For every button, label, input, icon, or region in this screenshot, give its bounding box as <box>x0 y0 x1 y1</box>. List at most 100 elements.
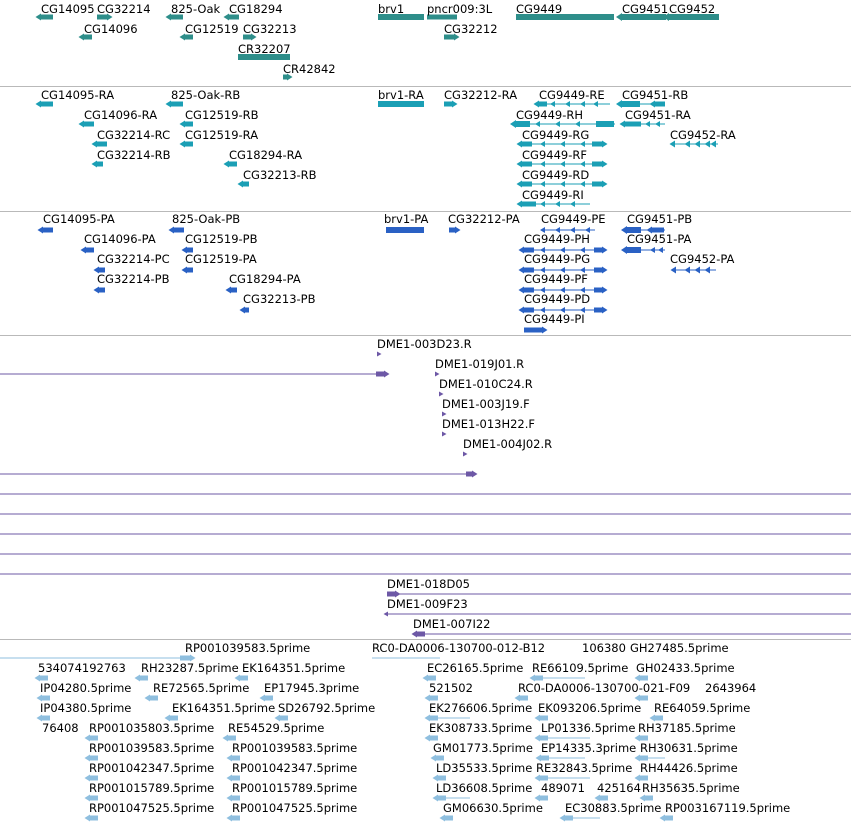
est-glyph[interactable] <box>90 815 98 821</box>
gene-glyph[interactable] <box>84 34 92 40</box>
ests-label[interactable]: EK164351.5prime <box>172 701 276 715</box>
ests-label[interactable]: 106380 <box>582 641 626 655</box>
genes-label[interactable]: CG18294 <box>229 2 283 16</box>
transcripts-label[interactable]: CG18294-RA <box>229 148 303 162</box>
clones-label[interactable]: DME1-003J19.F <box>442 397 530 411</box>
gene-glyph[interactable] <box>238 54 290 60</box>
transcripts-label[interactable]: CG9449-RD <box>522 168 590 182</box>
protein-glyph[interactable] <box>594 287 602 293</box>
transcript-glyph[interactable] <box>539 101 547 107</box>
ests-label[interactable]: RC0-DA0006-130700-012-B12 <box>372 641 546 655</box>
gene-glyph[interactable] <box>41 14 53 20</box>
ests-label[interactable]: RE72565.5prime <box>153 681 250 695</box>
protein-glyph[interactable] <box>524 307 534 313</box>
ests-label[interactable]: RH35635.5prime <box>642 781 740 795</box>
gene-glyph[interactable] <box>516 14 614 20</box>
transcript-glyph[interactable] <box>84 121 94 127</box>
gene-glyph[interactable] <box>669 14 719 20</box>
ests-label[interactable]: LD35533.5prime <box>436 761 533 775</box>
ests-label[interactable]: RE66109.5prime <box>532 661 629 675</box>
transcripts-label[interactable]: CG14095-RA <box>41 88 115 102</box>
protein-glyph[interactable] <box>86 247 94 253</box>
transcript-glyph[interactable] <box>97 141 107 147</box>
est-glyph[interactable] <box>90 775 98 781</box>
proteins-label[interactable]: CG9449-PD <box>524 292 591 306</box>
est-glyph[interactable] <box>42 695 50 701</box>
transcript-glyph[interactable] <box>522 181 532 187</box>
clones-label[interactable]: DME1-010C24.R <box>439 377 533 391</box>
proteins-label[interactable]: CG9449-PH <box>524 232 590 246</box>
gene-glyph[interactable] <box>185 34 193 40</box>
genes-label[interactable]: CG9451 <box>622 2 669 16</box>
ests-label[interactable]: GM06630.5prime <box>443 801 543 815</box>
transcripts-label[interactable]: CG32214-RC <box>97 128 171 142</box>
proteins-label[interactable]: CG12519-PA <box>185 252 257 266</box>
protein-glyph[interactable] <box>99 267 105 273</box>
est-glyph[interactable] <box>228 735 236 741</box>
transcript-glyph[interactable] <box>41 101 53 107</box>
protein-glyph[interactable] <box>594 267 602 273</box>
ests-label[interactable]: EK276606.5prime <box>429 701 533 715</box>
transcript-glyph[interactable] <box>592 181 602 187</box>
ests-label[interactable]: EP17945.3prime <box>264 681 360 695</box>
protein-glyph[interactable] <box>524 327 542 333</box>
est-glyph[interactable] <box>600 795 608 801</box>
ests-label[interactable]: RP001047525.5prime <box>89 801 215 815</box>
protein-glyph[interactable] <box>187 267 193 273</box>
transcripts-label[interactable]: CG9449-RG <box>522 128 590 142</box>
proteins-label[interactable]: CG32212-PA <box>448 212 520 226</box>
ests-label[interactable]: 2643964 <box>705 681 757 695</box>
ests-label[interactable]: 76408 <box>42 721 79 735</box>
ests-label[interactable]: RP001047525.5prime <box>232 801 358 815</box>
transcripts-label[interactable]: CG9449-RI <box>522 188 584 202</box>
gene-glyph[interactable] <box>243 34 251 40</box>
est-glyph[interactable] <box>665 815 673 821</box>
proteins-label[interactable]: CG32214-PC <box>97 252 170 266</box>
genes-label[interactable]: CG14095 <box>41 2 95 16</box>
proteins-label[interactable]: CG14095-PA <box>43 212 115 226</box>
est-glyph[interactable] <box>232 755 240 761</box>
transcripts-label[interactable]: CG9449-RF <box>522 148 587 162</box>
genes-label[interactable]: CG9452 <box>669 2 716 16</box>
genes-label[interactable]: CG32214 <box>97 2 151 16</box>
clone-glyph[interactable] <box>466 471 472 477</box>
est-glyph[interactable] <box>265 695 273 701</box>
ests-label[interactable]: SD26792.5prime <box>278 701 376 715</box>
protein-glyph[interactable] <box>99 287 105 293</box>
ests-label[interactable]: IP04380.5prime <box>40 701 132 715</box>
ests-label[interactable]: RP001042347.5prime <box>89 761 215 775</box>
est-glyph[interactable] <box>535 675 543 681</box>
est-glyph[interactable] <box>90 735 98 741</box>
clones-label[interactable]: DME1-007I22 <box>413 617 491 631</box>
protein-glyph[interactable] <box>524 267 534 273</box>
genes-label[interactable]: CG32212 <box>444 22 498 36</box>
protein-glyph[interactable] <box>594 307 602 313</box>
ests-label[interactable]: RP001039583.5prime <box>185 641 311 655</box>
ests-label[interactable]: GM01773.5prime <box>433 741 533 755</box>
clone-glyph[interactable] <box>376 371 384 377</box>
est-glyph[interactable] <box>232 795 240 801</box>
protein-glyph[interactable] <box>652 227 664 233</box>
genes-label[interactable]: CG32213 <box>243 22 297 36</box>
transcript-glyph[interactable] <box>378 101 424 107</box>
clones-label[interactable]: DME1-009F23 <box>387 597 468 611</box>
transcript-glyph[interactable] <box>444 101 452 107</box>
est-glyph[interactable] <box>232 815 240 821</box>
clone-glyph[interactable] <box>387 591 395 597</box>
transcript-glyph[interactable] <box>243 181 249 187</box>
genes-label[interactable]: CR32207 <box>238 42 291 56</box>
gene-glyph[interactable] <box>283 74 287 80</box>
transcripts-label[interactable]: CG9449-RH <box>516 108 583 122</box>
proteins-label[interactable]: CG18294-PA <box>229 272 301 286</box>
transcripts-label[interactable]: CG9449-RE <box>539 88 605 102</box>
ests-label[interactable]: RE64059.5prime <box>654 701 751 715</box>
est-glyph[interactable] <box>180 655 190 661</box>
est-glyph[interactable] <box>150 695 158 701</box>
est-glyph[interactable] <box>40 675 48 681</box>
est-glyph[interactable] <box>430 695 438 701</box>
ests-label[interactable]: EK308733.5prime <box>429 721 533 735</box>
protein-glyph[interactable] <box>627 227 641 233</box>
protein-glyph[interactable] <box>231 287 237 293</box>
est-glyph[interactable] <box>640 735 648 741</box>
est-glyph[interactable] <box>240 675 248 681</box>
